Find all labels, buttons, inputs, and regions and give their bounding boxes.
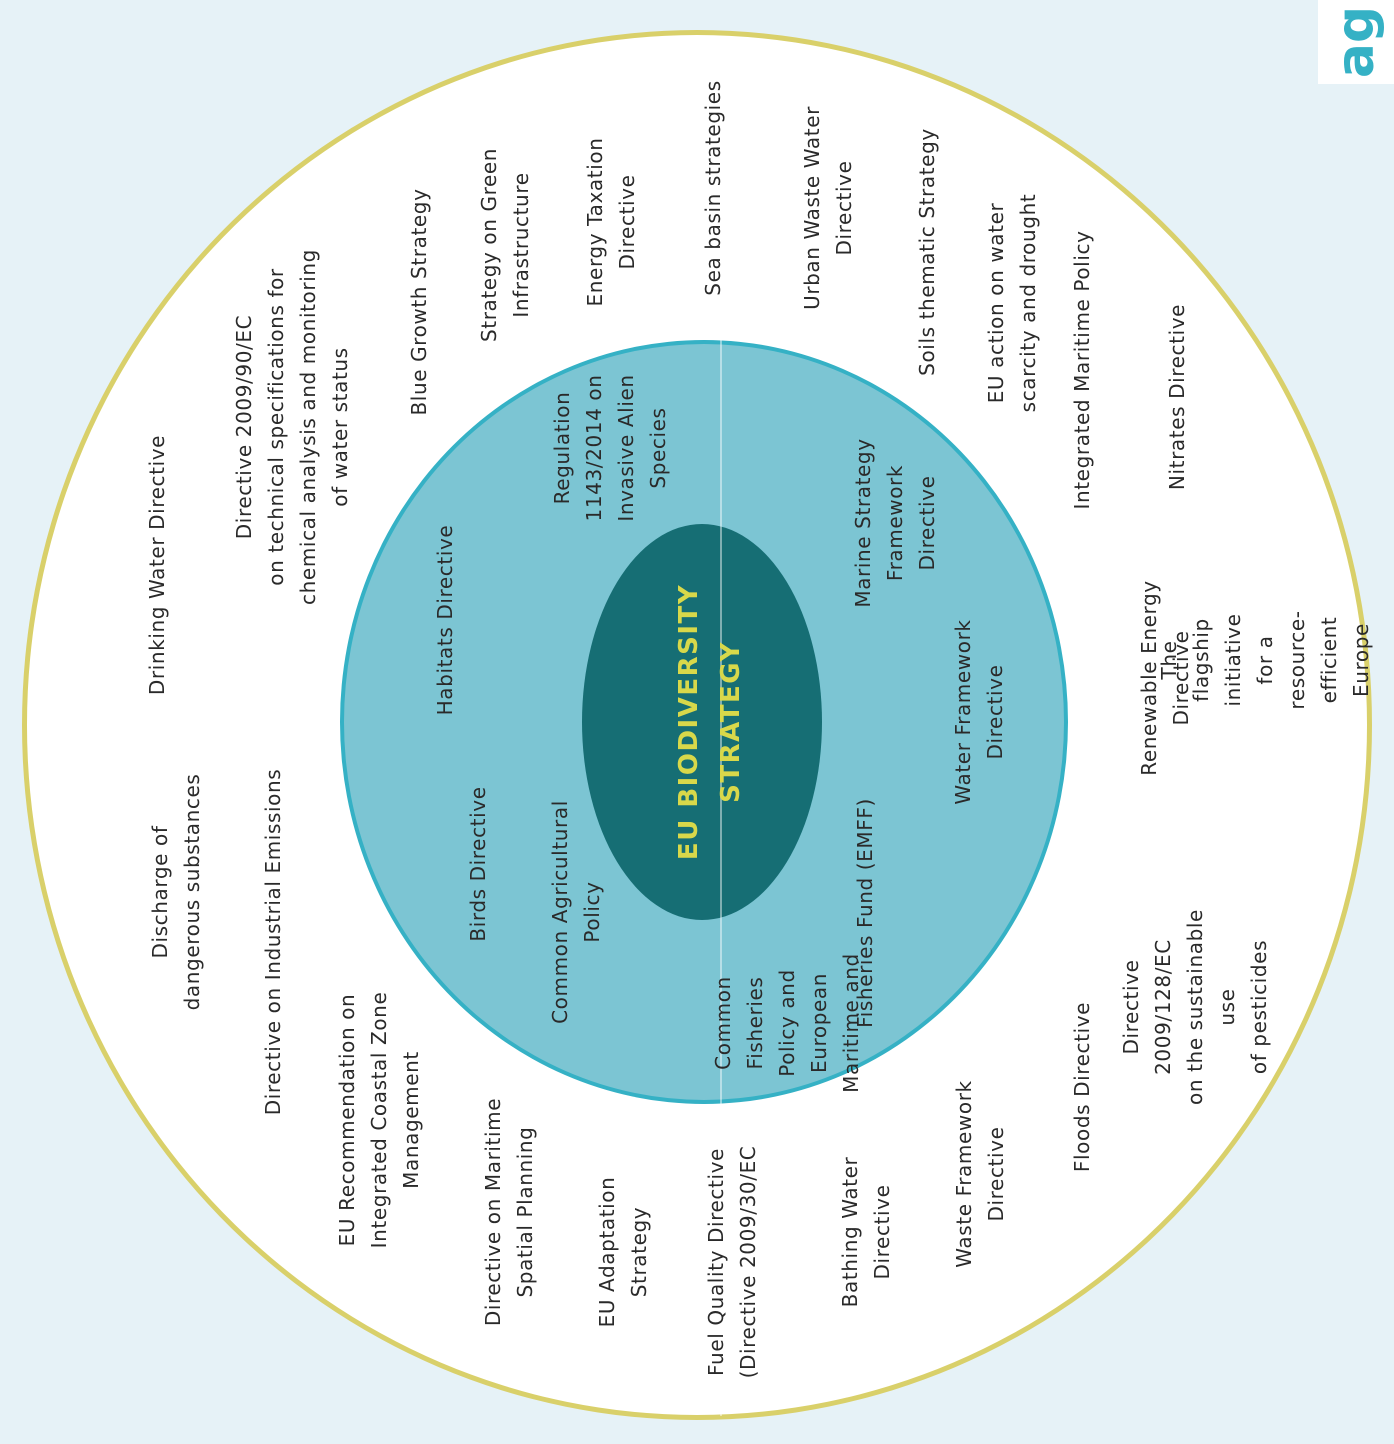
label-habitats-directive: Habitats Directive [433,524,457,716]
label-emff: Fisheries Fund (EMFF) [853,798,877,1028]
label-water-scarcity: EU action on water scarcity and drought [984,193,1040,413]
label-common-fisheries-policy: Common Fisheries Policy and European Mar… [711,953,863,1093]
core-ellipse [582,524,822,920]
label-industrial-emissions: Directive on Industrial Emissions [261,768,285,1116]
label-fuel-quality-directive: Fuel Quality Directive (Directive 2009/3… [704,1145,760,1379]
label-resource-efficient-europe: The flagship initiative for a resource-e… [1157,610,1373,710]
label-energy-taxation: Energy Taxation Directive [583,137,639,307]
label-marine-strategy-directive: Marine Strategy Framework Directive [851,438,939,608]
label-green-infrastructure: Strategy on Green Infrastructure [477,147,533,343]
label-soils-strategy: Soils thematic Strategy [915,128,939,376]
label-nitrates-directive: Nitrates Directive [1165,303,1189,491]
label-eu-adaptation-strategy: EU Adaptation Strategy [595,1176,651,1328]
label-dangerous-substances: Discharge of dangerous substances [148,773,204,1011]
label-floods-directive: Floods Directive [1070,1001,1094,1173]
label-maritime-spatial-planning: Directive on Maritime Spatial Planning [481,1097,537,1327]
label-common-agricultural-policy: Common Agricultural Policy [548,800,604,1024]
label-birds-directive: Birds Directive [466,786,490,942]
label-water-framework-directive: Water Framework Directive [951,619,1007,805]
label-maritime-policy: Integrated Maritime Policy [1070,230,1094,510]
label-waste-framework-directive: Waste Framework Directive [952,1080,1008,1268]
label-bathing-water-directive: Bathing Water Directive [838,1156,894,1308]
label-iczm-recommendation: EU Recommendation on Integrated Coastal … [335,991,423,1249]
label-blue-growth-strategy: Blue Growth Strategy [407,188,431,416]
center-label: EU BIODIVERSITY STRATEGY [674,583,746,861]
center-divider [720,340,722,1416]
label-drinking-water-directive: Drinking Water Directive [145,434,169,696]
logo: ag [1318,0,1394,84]
label-pesticides-directive: Directive 2009/128/EC on the sustainable… [1119,909,1271,1105]
logo-text: ag [1326,5,1386,79]
label-invasive-species-regulation: Regulation 1143/2014 on Invasive Alien S… [550,374,670,522]
label-urban-waste-water: Urban Waste Water Directive [800,106,856,310]
label-directive-2009-90: Directive 2009/90/EC on technical specif… [232,249,352,605]
label-sea-basin-strategies: Sea basin strategies [701,80,725,296]
